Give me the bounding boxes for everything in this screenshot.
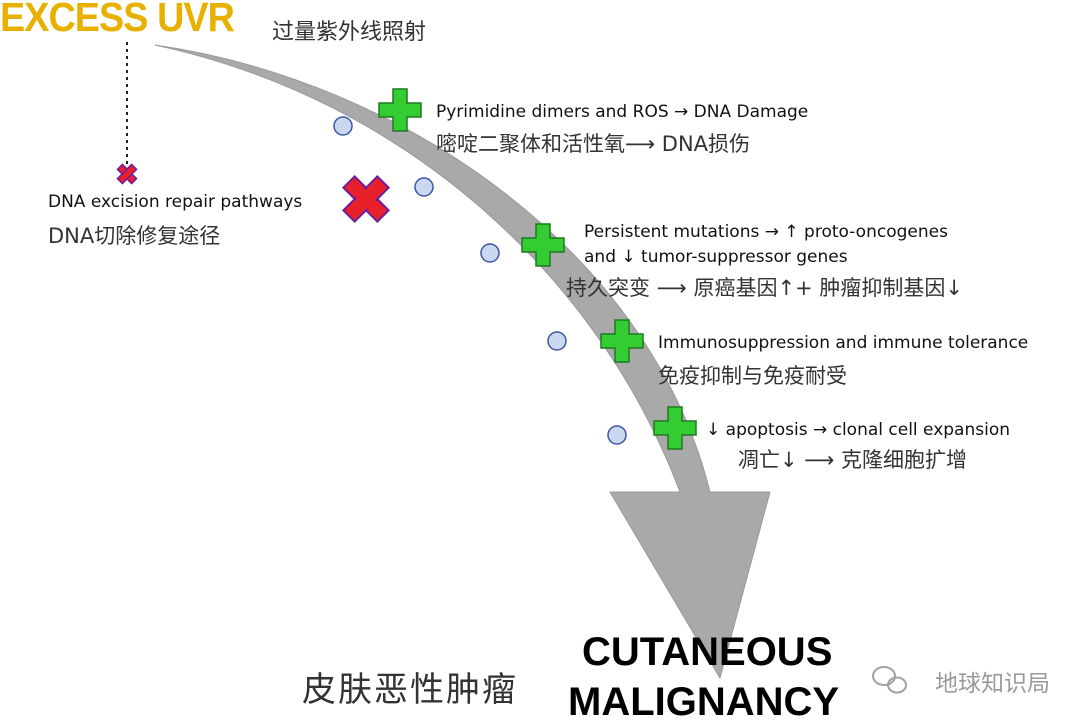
green-plus-icon [600, 319, 644, 363]
arrow-dot [547, 331, 567, 351]
green-plus-icon [521, 223, 565, 267]
outcome-zh: 皮肤恶性肿瘤 [302, 670, 518, 710]
watermark: 地球知识局 [935, 671, 1050, 697]
step-2-zh: 持久突变 ⟶ 原癌基因↑+ 肿瘤抑制基因↓ [566, 276, 963, 300]
inhibited-step-zh: DNA切除修复途径 [48, 224, 221, 248]
step-4-zh: 凋亡↓ ⟶ 克隆细胞扩增 [738, 448, 968, 472]
small-cross-icon [116, 163, 138, 185]
arrow-dot [414, 177, 434, 197]
arrow-dot [333, 116, 353, 136]
step-1-zh: 嘧啶二聚体和活性氧⟶ DNA损伤 [436, 132, 751, 156]
outcome-en-line1: CUTANEOUS [582, 630, 833, 674]
step-3-en: Immunosuppression and immune tolerance [658, 333, 1029, 353]
wechat-icon [872, 666, 907, 694]
inhibited-step-en: DNA excision repair pathways [48, 192, 303, 212]
step-2-en-line2: and ↓ tumor-suppressor genes [584, 247, 848, 267]
outcome-en-line2: MALIGNANCY [568, 680, 840, 724]
step-3-zh: 免疫抑制与免疫耐受 [658, 364, 847, 388]
green-plus-icon [378, 88, 422, 132]
green-plus-icon [653, 406, 697, 450]
step-1-en: Pyrimidine dimers and ROS → DNA Damage [436, 102, 809, 122]
red-x-icon [341, 174, 391, 224]
arrow-dot [480, 243, 500, 263]
arrow-dot [607, 425, 627, 445]
step-4-en: ↓ apoptosis → clonal cell expansion [706, 420, 1011, 440]
title-en: EXCESS UVR [0, 0, 235, 40]
step-2-en: Persistent mutations → ↑ proto-oncogenes [584, 222, 948, 242]
title-zh: 过量紫外线照射 [272, 20, 427, 45]
